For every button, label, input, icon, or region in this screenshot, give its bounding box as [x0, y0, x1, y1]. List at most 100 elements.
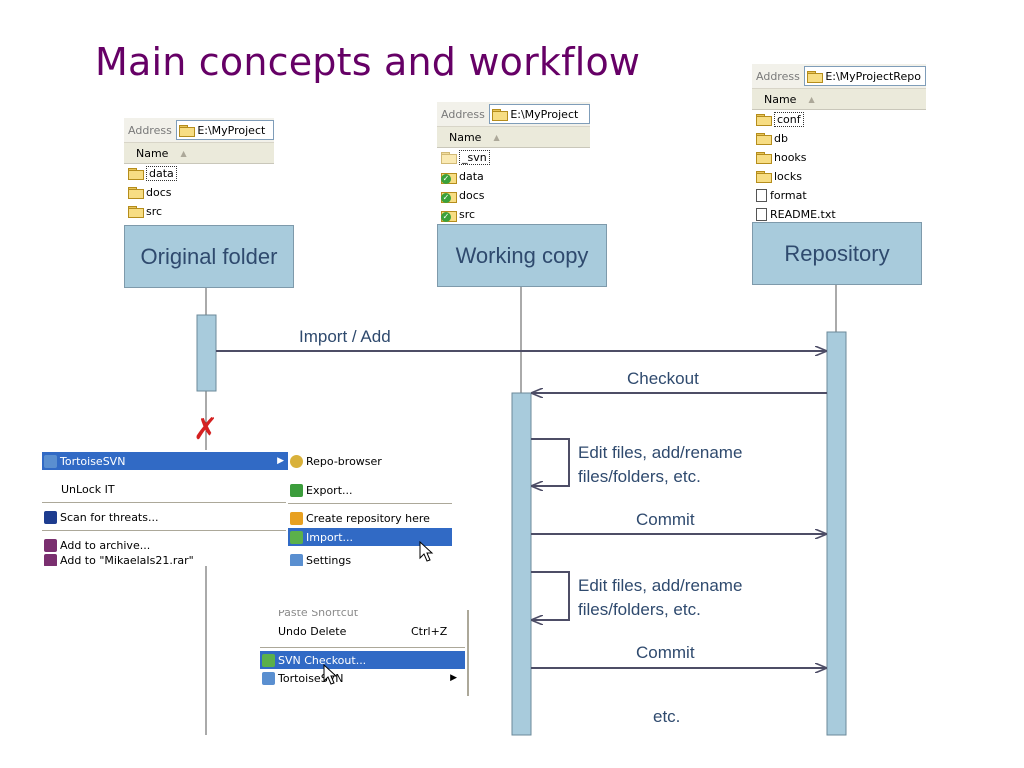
svn-folder-icon: ✓ [441, 209, 457, 222]
repository-box: Repository [752, 222, 922, 285]
list-item[interactable]: conf [752, 110, 926, 129]
menu-separator [42, 530, 286, 531]
menu-item-svn-checkout[interactable]: SVN Checkout... [260, 651, 465, 669]
folder-icon [756, 152, 772, 164]
submenu-arrow-icon: ▶ [450, 673, 457, 683]
menu-item-create-repo[interactable]: Create repository here [288, 509, 454, 527]
edit-loop-2 [531, 571, 570, 620]
name-column-header[interactable]: Name▲ [752, 89, 926, 110]
address-bar: Address E:\MyProjectRepo [752, 64, 926, 89]
address-path[interactable]: E:\MyProject [488, 104, 590, 124]
shield-icon [44, 510, 57, 524]
folder-icon [441, 152, 457, 164]
slide-title: Main concepts and workflow [95, 40, 641, 84]
menu-item-tortoisesvn[interactable]: TortoiseSVN ▶ [42, 452, 288, 470]
address-label: Address [756, 69, 800, 83]
text-file-icon [756, 208, 767, 221]
commit-label-1: Commit [636, 510, 695, 529]
list-item[interactable]: README.txt [752, 205, 926, 224]
folder-icon [756, 133, 772, 145]
working-copy-explorer: Address E:\MyProject Name▲ _svn ✓data ✓d… [437, 102, 590, 224]
etc-label: etc. [653, 707, 681, 726]
list-item[interactable]: ✓data [441, 170, 484, 184]
menu-right-border [467, 610, 469, 696]
folder-icon [128, 187, 144, 199]
edit-label-1-line2: files/folders, etc. [578, 467, 701, 486]
list-item[interactable]: ✓src [441, 208, 476, 222]
checkout-icon [262, 653, 275, 667]
address-label: Address [128, 123, 172, 137]
edit-label-2-line1: Edit files, add/rename [578, 576, 743, 595]
menu-item-import[interactable]: Import... [288, 528, 452, 546]
repository-explorer: Address E:\MyProjectRepo Name▲ conf db h… [752, 64, 926, 224]
menu-separator [42, 502, 286, 503]
sort-arrow-icon: ▲ [808, 94, 815, 104]
list-item[interactable]: db [752, 129, 926, 148]
original-folder-explorer: Address E:\MyProject Name▲ data docs src [124, 118, 274, 220]
list-item[interactable]: data [124, 164, 274, 183]
list-item[interactable]: docs [124, 183, 274, 202]
menu-separator [260, 647, 465, 648]
folder-icon [128, 206, 144, 218]
edit-label-1-line1: Edit files, add/rename [578, 443, 743, 462]
address-path[interactable]: E:\MyProjectRepo [803, 66, 926, 86]
address-bar: Address E:\MyProject [124, 118, 274, 143]
address-bar: Address E:\MyProject [437, 102, 590, 127]
folder-icon [128, 168, 144, 180]
menu-item-undo-delete[interactable]: Undo Delete Ctrl+Z [278, 624, 448, 638]
menu-item-paste-shortcut[interactable]: Paste Shortcut [278, 610, 359, 619]
folder-icon [178, 124, 195, 137]
commit-label-2: Commit [636, 643, 695, 662]
menu-item-add-rar[interactable]: Add to "MikaelaIs21.rar" [42, 554, 288, 566]
menu-item-scan[interactable]: Scan for threats... [42, 508, 288, 526]
sort-arrow-icon: ▲ [493, 132, 500, 142]
list-item[interactable]: src [124, 202, 274, 221]
address-label: Address [441, 107, 485, 121]
list-item[interactable]: _svn [437, 148, 590, 167]
svn-folder-icon: ✓ [441, 171, 457, 184]
name-column-header[interactable]: Name▲ [124, 143, 274, 164]
file-icon [756, 189, 767, 202]
edit-loop-1 [531, 438, 570, 486]
folder-icon [806, 70, 823, 83]
folder-icon [756, 114, 772, 126]
list-item[interactable]: locks [752, 167, 926, 186]
original-activation [196, 314, 217, 392]
checkout-label: Checkout [627, 369, 699, 388]
sort-arrow-icon: ▲ [180, 148, 187, 158]
context-menu-checkout: Paste Shortcut Undo Delete Ctrl+Z SVN Ch… [260, 610, 469, 696]
list-item[interactable]: hooks [752, 148, 926, 167]
edit-label-2-line2: files/folders, etc. [578, 600, 701, 619]
folder-icon [756, 171, 772, 183]
menu-item-add-archive[interactable]: Add to archive... [42, 536, 288, 554]
mouse-cursor-icon [419, 541, 434, 562]
address-path[interactable]: E:\MyProject [175, 120, 274, 140]
repository-icon [290, 511, 303, 525]
menu-separator [288, 503, 452, 504]
name-column-header[interactable]: Name▲ [437, 127, 590, 148]
magnifier-icon [290, 454, 303, 468]
menu-item-tortoisesvn[interactable]: TortoiseSVN ▶ [260, 669, 465, 687]
red-x-icon: ✗ [193, 412, 219, 447]
tortoise-icon [262, 671, 275, 685]
working-copy-box: Working copy [437, 224, 607, 287]
context-menu-import: TortoiseSVN ▶ UnLock IT ▶ Scan for threa… [42, 450, 452, 566]
export-icon [290, 483, 303, 497]
menu-item-settings[interactable]: Settings [288, 554, 454, 566]
list-item[interactable]: ✓docs [441, 189, 485, 203]
archive-icon [44, 554, 57, 566]
menu-item-export[interactable]: Export... [288, 481, 454, 499]
submenu-arrow-icon: ▶ [277, 456, 284, 466]
menu-item-repo-browser[interactable]: Repo-browser [288, 452, 454, 470]
import-label: Import / Add [299, 327, 391, 346]
menu-item-unlock[interactable]: UnLock IT ▶ [42, 480, 305, 498]
folder-icon [491, 108, 508, 121]
list-item[interactable]: format [752, 186, 926, 205]
svn-folder-icon: ✓ [441, 190, 457, 203]
mouse-cursor-icon [323, 664, 338, 685]
original-folder-box: Original folder [124, 225, 294, 288]
archive-icon [44, 538, 57, 552]
repository-activation [826, 331, 847, 736]
tortoise-icon [44, 454, 57, 468]
import-icon [290, 530, 303, 544]
